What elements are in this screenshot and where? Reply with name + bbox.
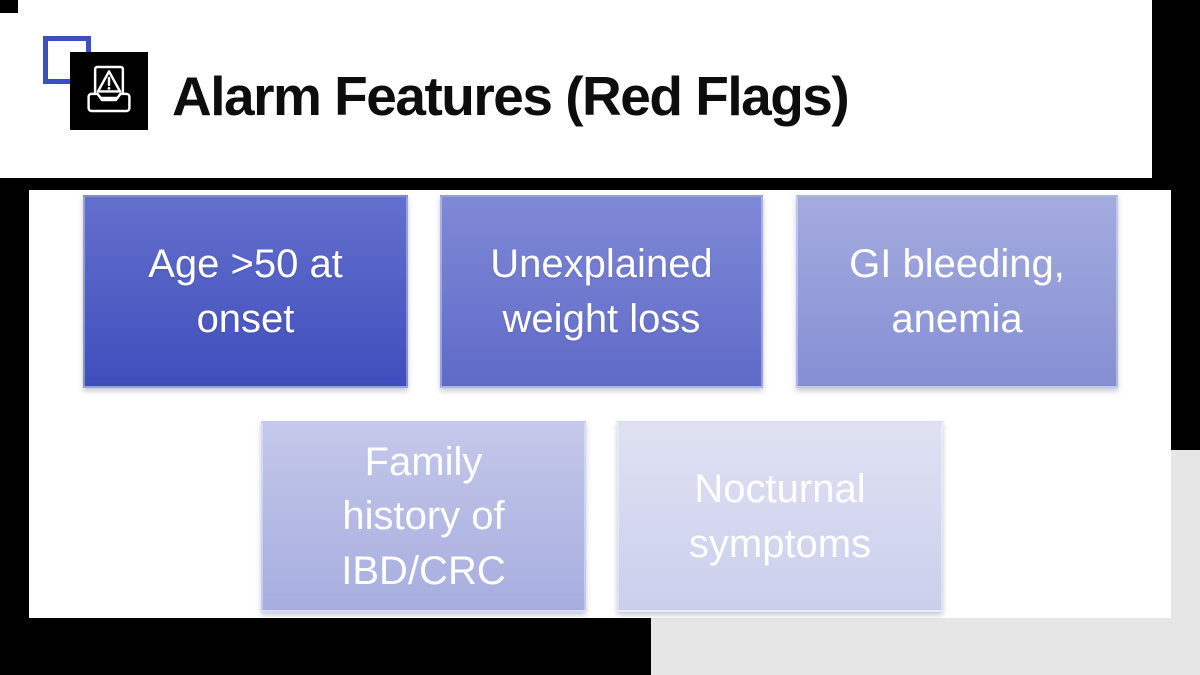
feature-box-weight-loss: Unexplained weight loss: [440, 195, 763, 388]
feature-box-age-onset: Age >50 at onset: [83, 195, 408, 388]
emblem-tile: [70, 52, 148, 130]
feature-box-nocturnal: Nocturnal symptoms: [617, 421, 943, 612]
bottom-panel-strip: [651, 618, 1200, 675]
alert-inbox-icon: [78, 58, 140, 125]
feature-box-gi-bleeding: GI bleeding, anemia: [796, 195, 1118, 388]
feature-box-family-history: Family history of IBD/CRC: [261, 421, 586, 612]
slide-header: Alarm Features (Red Flags): [0, 0, 1152, 178]
page-title: Alarm Features (Red Flags): [172, 65, 850, 127]
frame-corner-notch: [0, 0, 18, 13]
